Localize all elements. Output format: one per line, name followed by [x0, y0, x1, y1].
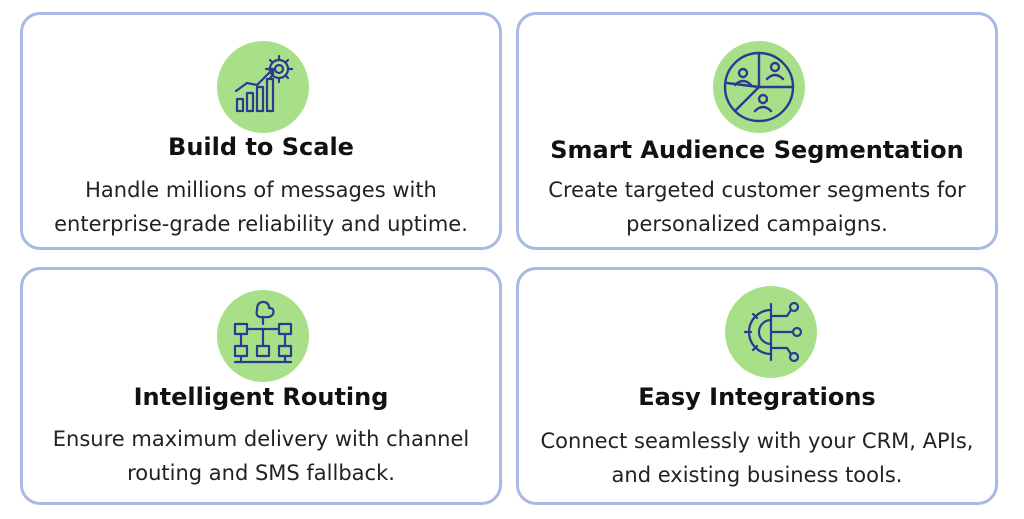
card-title: Easy Integrations: [638, 383, 876, 411]
card-description: Connect seamlessly with your CRM, APIs, …: [540, 429, 974, 487]
card-title: Smart Audience Segmentation: [550, 136, 964, 164]
feature-card-smart-audience-segmentation: Smart Audience Segmentation Create targe…: [516, 12, 998, 250]
card-title: Build to Scale: [168, 133, 354, 161]
card-description: Ensure maximum delivery with channel rou…: [52, 427, 470, 485]
card-description: Handle millions of messages with enterpr…: [54, 178, 468, 236]
gear-integration-nodes-icon: [725, 286, 817, 378]
card-title: Intelligent Routing: [133, 383, 389, 411]
audience-pie-segments-icon: [713, 41, 805, 133]
card-description: Create targeted customer segments for pe…: [548, 178, 966, 236]
feature-card-intelligent-routing: Intelligent Routing Ensure maximum deliv…: [20, 267, 502, 505]
feature-card-easy-integrations: Easy Integrations Connect seamlessly wit…: [516, 267, 998, 505]
chart-growth-gear-icon: [217, 41, 309, 133]
feature-card-build-to-scale: Build to Scale Handle millions of messag…: [20, 12, 502, 250]
routing-hierarchy-icon: [217, 290, 309, 382]
